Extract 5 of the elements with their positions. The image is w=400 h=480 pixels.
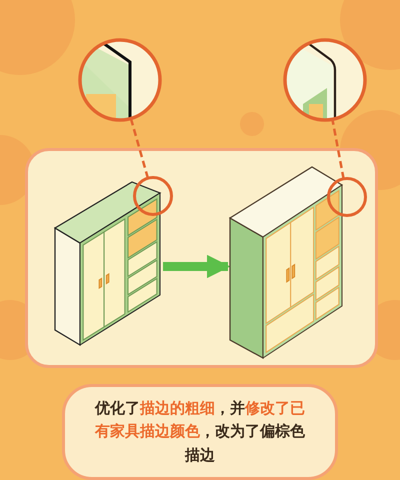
leader-line (331, 119, 345, 180)
arrow (163, 254, 230, 278)
caption-card (62, 384, 338, 480)
description-text: 优化了描边的粗细，并修改了已有家具描边颜色，改为了偏棕色描边 (94, 398, 306, 466)
leader-line (130, 118, 150, 179)
